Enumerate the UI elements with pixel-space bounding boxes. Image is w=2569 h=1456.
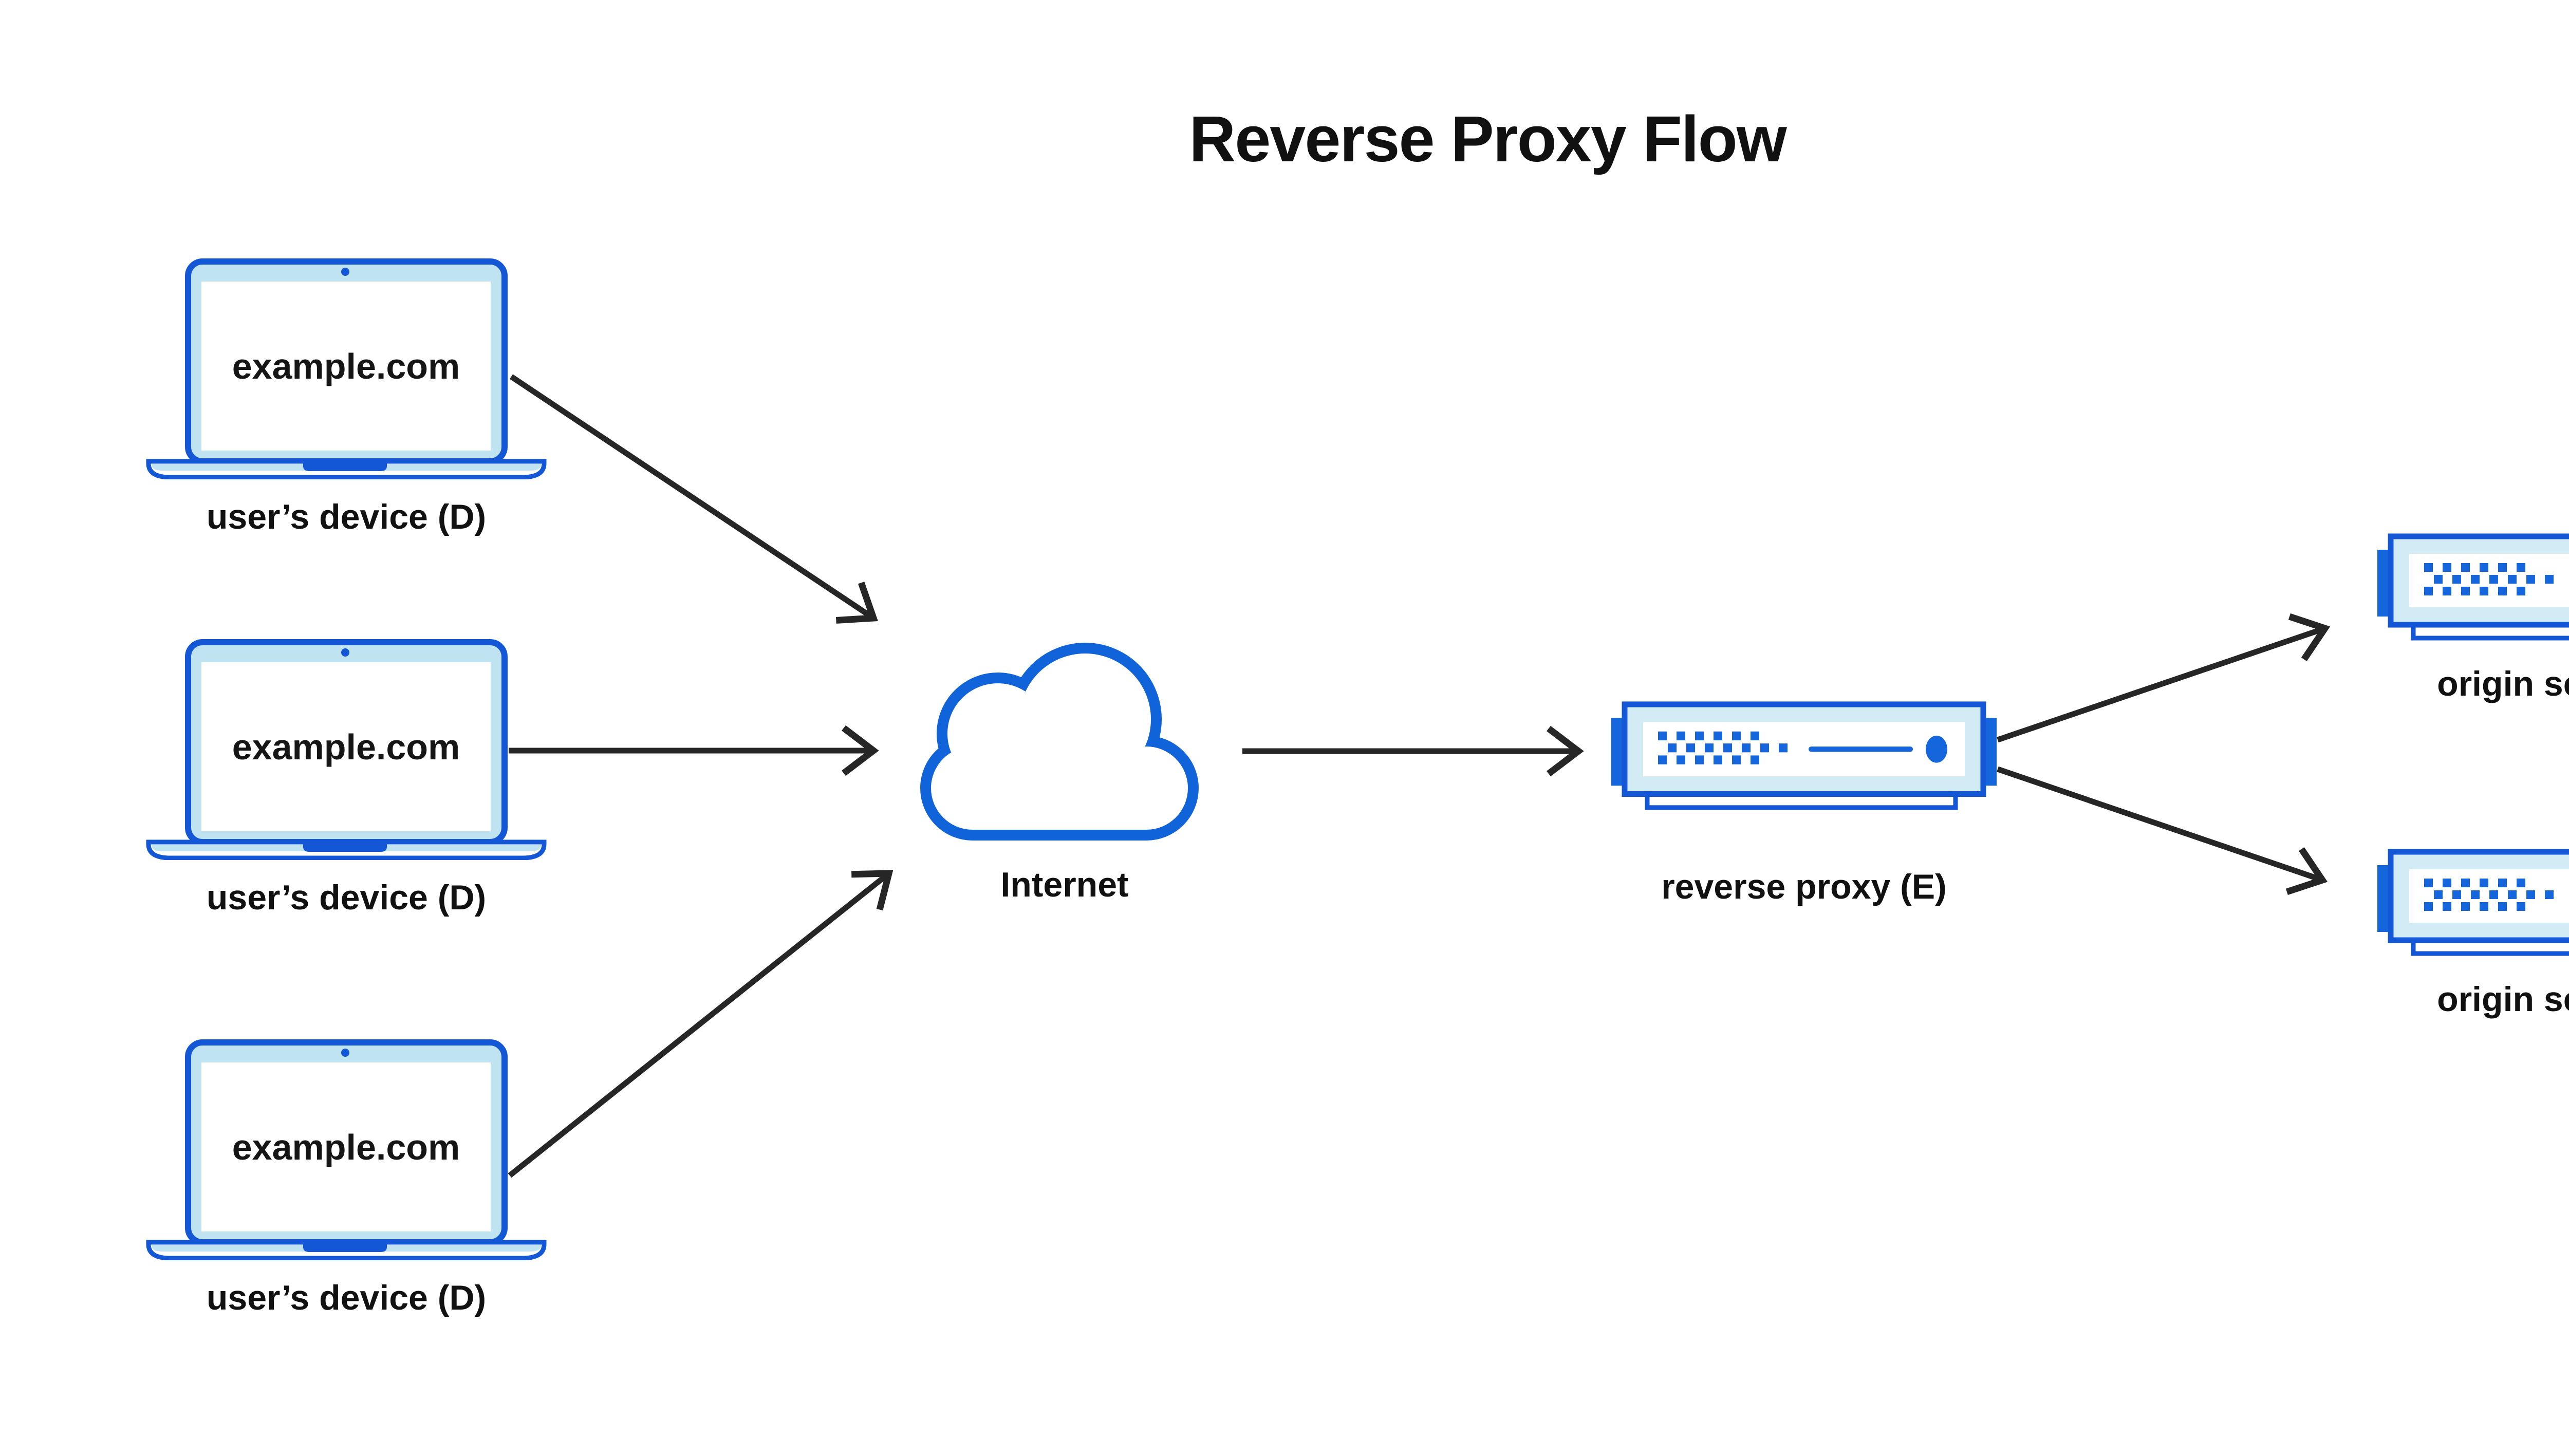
arrow-device3-to-internet xyxy=(508,870,893,1178)
server-icon xyxy=(1611,704,1997,811)
node-user-device-3: example.com user’s device (D) xyxy=(146,1039,547,1317)
server-icon xyxy=(2377,536,2569,642)
device-label: user’s device (D) xyxy=(206,1278,487,1317)
node-internet: Internet xyxy=(916,641,1214,904)
device-screen-url: example.com xyxy=(232,346,460,386)
reverse-proxy-label: reverse proxy (E) xyxy=(1661,867,1947,906)
cloud-icon xyxy=(916,641,1214,842)
node-user-device-1: example.com user’s device (D) xyxy=(146,258,547,536)
arrow-device1-to-internet xyxy=(509,374,878,624)
node-origin-server-1: origin server (F) xyxy=(2377,536,2569,703)
device-label: user’s device (D) xyxy=(206,497,487,536)
node-reverse-proxy: reverse proxy (E) xyxy=(1611,704,1997,906)
internet-label: Internet xyxy=(1000,865,1129,904)
node-origin-server-2: origin server (F) xyxy=(2377,852,2569,1019)
origin-server-label: origin server (F) xyxy=(2437,980,2569,1019)
arrow-proxy-to-origin1 xyxy=(1997,613,2331,743)
device-label: user’s device (D) xyxy=(206,878,487,917)
device-screen-url: example.com xyxy=(232,1127,460,1167)
device-screen-url: example.com xyxy=(232,726,460,767)
diagram-title: Reverse Proxy Flow xyxy=(1189,103,1787,175)
origin-server-label: origin server (F) xyxy=(2437,664,2569,703)
server-icon xyxy=(2377,852,2569,957)
node-user-device-2: example.com user’s device (D) xyxy=(146,639,547,917)
arrow-proxy-to-origin2 xyxy=(1997,766,2328,895)
